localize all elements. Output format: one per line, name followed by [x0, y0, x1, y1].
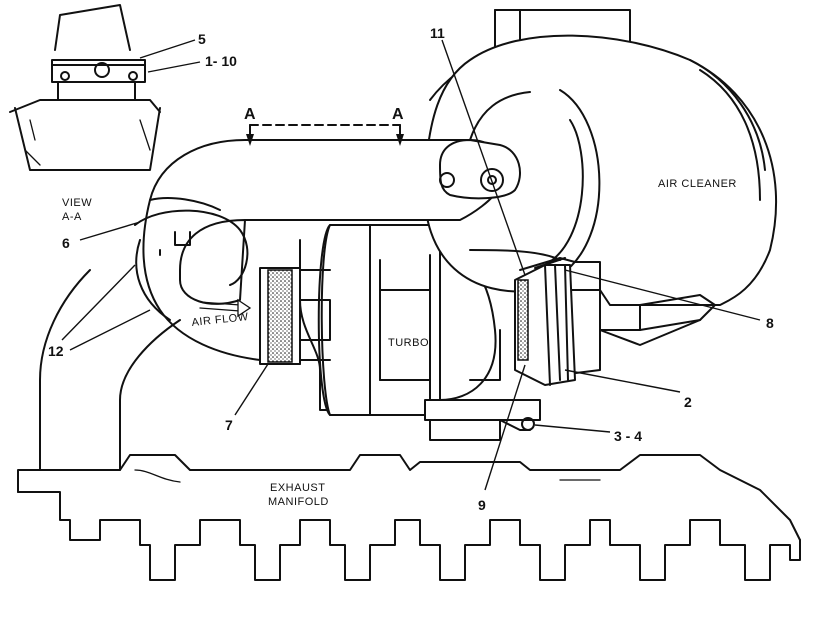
section-mark-right: A [392, 106, 404, 123]
air-flow-caption: AIR FLOW [191, 311, 249, 329]
callout-2: 2 [684, 394, 692, 410]
section-line [246, 124, 404, 146]
exhaust-manifold [17, 454, 801, 581]
labels: A A VIEW A-A AIR CLEANER AIR FLOW TURBO … [48, 25, 774, 513]
turbo-caption: TURBO [388, 337, 429, 349]
inlet-elbow-tube [134, 139, 503, 365]
callout-5: 5 [198, 31, 206, 47]
callout-11: 11 [430, 25, 445, 41]
turbo-housing [39, 224, 541, 471]
view-caption-line2: A-A [62, 211, 82, 223]
callout-8: 8 [766, 315, 774, 331]
callout-6: 6 [62, 235, 70, 251]
view-aa-inset [9, 4, 161, 171]
callout-9: 9 [478, 497, 486, 513]
air-cleaner-caption: AIR CLEANER [658, 178, 737, 190]
exhaust-caption-line1: EXHAUST [270, 482, 325, 494]
section-mark-left: A [244, 106, 256, 123]
gasket-hatch [517, 279, 529, 361]
hose-hatch [267, 269, 293, 363]
exhaust-caption-line2: MANIFOLD [268, 496, 329, 508]
callout-1-10: 1- 10 [205, 53, 237, 69]
air-flow-arrow [199, 298, 252, 318]
callout-7: 7 [225, 417, 233, 433]
view-caption-line1: VIEW [62, 197, 92, 209]
adapter-clamp [514, 257, 576, 386]
callout-3-4: 3 - 4 [614, 428, 642, 444]
leader-lines [61, 39, 761, 491]
callout-12: 12 [48, 343, 64, 359]
